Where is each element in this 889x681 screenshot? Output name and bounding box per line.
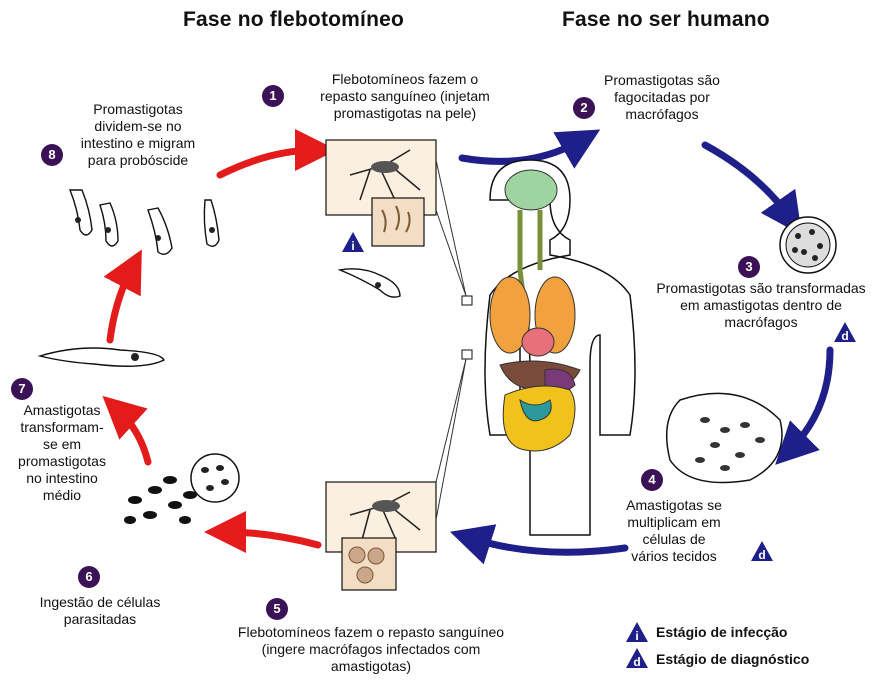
svg-text:d: d (633, 655, 640, 669)
step-badge-6: 6 (78, 566, 100, 588)
arrow-8-to-1 (220, 150, 316, 175)
sandfly-feeding-top (326, 140, 436, 246)
legend-infection-icon: i (626, 622, 648, 643)
arrow-3-to-4 (790, 350, 830, 450)
step-4-label: Amastigotas se multiplicam em células de… (614, 497, 734, 565)
svg-text:d: d (758, 548, 765, 562)
macrophage-icon (124, 217, 836, 524)
svg-text:i: i (351, 239, 354, 253)
legend-diagnostic-icon: d (626, 648, 648, 669)
arrow-4-to-5 (470, 538, 625, 552)
step-badge-7: 7 (11, 378, 33, 400)
step-7-label: Amastigotas transformam- se em promastig… (2, 402, 122, 504)
step-2-label: Promastigotas são fagocitadas por macróf… (582, 72, 742, 123)
human-body-icon (436, 160, 635, 535)
step-badge-3: 3 (738, 256, 760, 278)
arrow-2-to-3 (705, 145, 790, 218)
arrow-1-to-2 (462, 140, 582, 161)
infection-marker-icon: i (342, 232, 364, 253)
step-8-label: Promastigotas dividem-se no intestino e … (60, 101, 216, 169)
step-1-label: Flebotomíneos fazem o repasto sanguíneo … (292, 71, 518, 122)
svg-text:d: d (841, 329, 848, 343)
title-sandfly-phase: Fase no flebotomíneo (183, 8, 404, 32)
step-badge-1: 1 (262, 85, 284, 107)
title-human-phase: Fase no ser humano (562, 8, 770, 32)
arrow-6-to-7 (118, 410, 148, 462)
arrow-7-to-8 (110, 268, 132, 340)
legend-diagnostic-label: Estágio de diagnóstico (656, 651, 809, 667)
svg-text:i: i (635, 629, 638, 643)
step-3-label: Promastigotas são transformadas em amast… (634, 280, 888, 331)
sandfly-feeding-bottom (326, 482, 436, 590)
step-badge-5: 5 (266, 598, 288, 620)
promastigote-icon (40, 190, 400, 366)
step-5-label: Flebotomíneos fazem o repasto sanguíneo … (196, 624, 546, 675)
step-badge-4: 4 (641, 469, 663, 491)
arrow-5-to-6 (225, 532, 318, 545)
step-6-label: Ingestão de células parasitadas (30, 594, 170, 628)
legend-infection-label: Estágio de infecção (656, 624, 787, 640)
diagnostic-marker-icon: d (751, 541, 773, 562)
